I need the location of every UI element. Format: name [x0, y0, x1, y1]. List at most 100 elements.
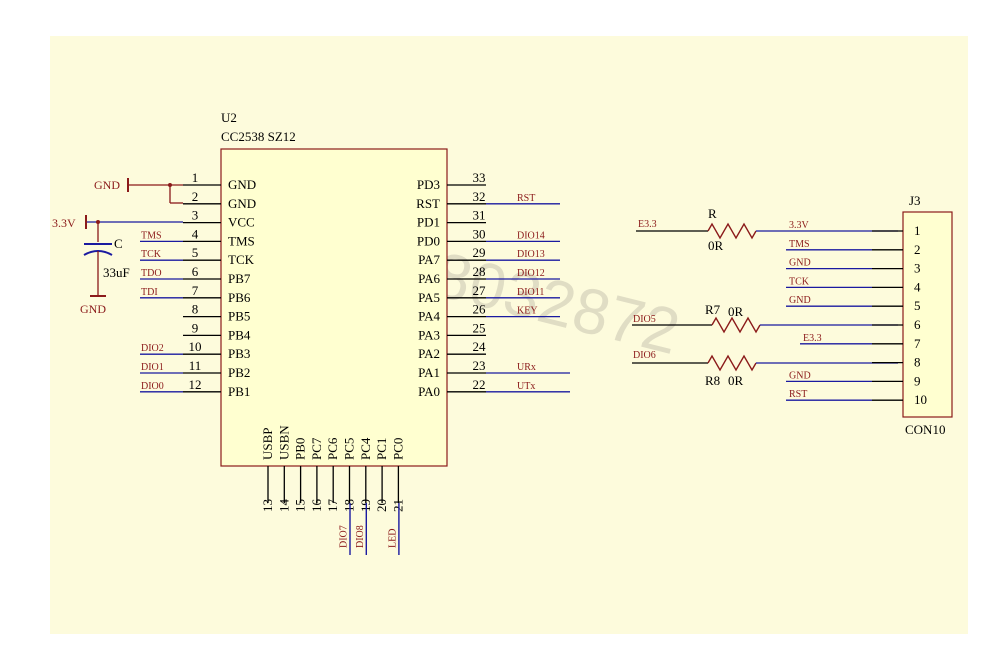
r8-name: R8: [705, 373, 720, 388]
u2-pin-10-number: 10: [189, 339, 202, 354]
u2-pin-33-name: PD3: [417, 177, 440, 192]
j3-pin-10-number: 10: [914, 392, 927, 407]
u2-pin-4-number: 4: [192, 226, 199, 241]
u2-pin-24-number: 24: [473, 339, 487, 354]
u2-pin-13-name: USBP: [260, 427, 275, 460]
u2-pin-30-number: 30: [473, 226, 486, 241]
u2-pin-5-name: TCK: [228, 252, 255, 267]
j3-pin-4-number: 4: [914, 279, 921, 294]
u2-pin-26-number: 26: [473, 302, 487, 317]
net-label-TDI: TDI: [141, 287, 158, 298]
r-name: R: [708, 206, 717, 221]
r7-name: R7: [705, 302, 721, 317]
j3-pin-1-number: 1: [914, 223, 921, 238]
u2-pin-12-number: 12: [189, 377, 202, 392]
r7-net-in: DIO5: [633, 314, 656, 325]
net-label-URx: URx: [517, 362, 536, 373]
resistor-r8: DIO6 R8 0R: [632, 350, 898, 388]
u2-pin-3-name: VCC: [228, 215, 255, 230]
u2-pin-10-name: PB3: [228, 346, 250, 361]
u2-pin-14-name: USBN: [276, 425, 291, 460]
u2-pin-17-number: 17: [325, 499, 340, 513]
u2-pin-6-number: 6: [192, 264, 199, 279]
j3-net-label-5: GND: [789, 295, 811, 306]
u2-pin-4-name: TMS: [228, 233, 255, 248]
u2-pin-25-number: 25: [473, 320, 486, 335]
u2-pin-3-number: 3: [192, 208, 199, 223]
u2-pin-12-name: PB1: [228, 384, 250, 399]
u2-pin-2-name: GND: [228, 196, 256, 211]
j3-pin-9-number: 9: [914, 373, 921, 388]
net-label-DIO8: DIO8: [355, 525, 366, 548]
u2-pin-11-number: 11: [189, 358, 202, 373]
u2-pin-13-number: 13: [260, 499, 275, 512]
u2-pin-23-name: PA1: [418, 365, 440, 380]
u2-pin-2-number: 2: [192, 189, 199, 204]
u2-pin-31-number: 31: [473, 208, 486, 223]
r8-net-in: DIO6: [633, 350, 656, 361]
u2-pin-28-name: PA6: [418, 271, 440, 286]
u2-pin-7-name: PB6: [228, 290, 251, 305]
j3-net-label-9: GND: [789, 370, 811, 381]
u2-pin-9-name: PB4: [228, 327, 251, 342]
j3-body: [902, 211, 953, 418]
net-label-TMS: TMS: [141, 230, 162, 241]
net-label-DIO7: DIO7: [339, 525, 350, 548]
u2-pin-11-name: PB2: [228, 365, 250, 380]
j3-net-label-1: 3.3V: [789, 220, 810, 231]
gnd-bottom-label: GND: [80, 302, 106, 316]
u2-pin-25-name: PA3: [418, 327, 440, 342]
u2-pin-22-name: PA0: [418, 384, 440, 399]
j3-net-label-10: RST: [789, 389, 807, 400]
u2-pin-6-name: PB7: [228, 271, 251, 286]
j3-pin-8-number: 8: [914, 355, 921, 370]
u2-pin-31-name: PD1: [417, 215, 440, 230]
u2-pin-22-number: 22: [473, 377, 486, 392]
capacitor-c: C 33uF GND: [80, 222, 130, 316]
net-label-RST: RST: [517, 193, 535, 204]
u2-pin-32-number: 32: [473, 189, 486, 204]
u2-pin-18-number: 18: [342, 499, 357, 512]
net-label-DIO14: DIO14: [517, 230, 545, 241]
net-label-UTx: UTx: [517, 381, 535, 392]
u2-pin-19-number: 19: [358, 499, 373, 512]
u2-pin-23-number: 23: [473, 358, 486, 373]
u2-pin-21-number: 21: [390, 499, 405, 512]
u2-pin-20-name: PC1: [374, 438, 389, 460]
u2-pin-15-name: PB0: [293, 438, 308, 460]
u2-designator: U2: [221, 110, 237, 125]
u2-pin-33-number: 33: [473, 170, 486, 185]
j3-net-label-7: E3.3: [803, 333, 822, 344]
u2-pin-5-number: 5: [192, 245, 199, 260]
gnd-top-label: GND: [94, 178, 120, 192]
j3-pin-2-number: 2: [914, 242, 921, 257]
u2-pin-8-number: 8: [192, 302, 199, 317]
net-label-DIO1: DIO1: [141, 362, 164, 373]
u2-pin-26-name: PA4: [418, 309, 440, 324]
net-label-DIO13: DIO13: [517, 249, 545, 260]
j3-pin-5-number: 5: [914, 298, 921, 313]
u2-pin-19-name: PC4: [358, 437, 373, 460]
r-value: 0R: [708, 238, 724, 253]
u2-pin-18-name: PC5: [342, 438, 357, 460]
u2-pin-24-name: PA2: [418, 346, 440, 361]
net-label-TDO: TDO: [141, 268, 162, 279]
u2-pin-15-number: 15: [293, 499, 308, 512]
net-label-TCK: TCK: [141, 249, 162, 260]
net-label-KEY: KEY: [517, 306, 538, 317]
j3-pin-6-number: 6: [914, 317, 921, 332]
j3-part: CON10: [905, 422, 945, 437]
u2-pin-9-number: 9: [192, 320, 199, 335]
u2-pin-30-name: PD0: [417, 233, 440, 248]
u2-pin-32-name: RST: [416, 196, 440, 211]
u2-pin-29-number: 29: [473, 245, 486, 260]
u2-pin-20-number: 20: [374, 499, 389, 512]
u2-pin-16-name: PC7: [309, 437, 324, 460]
u2-pin-27-number: 27: [473, 283, 487, 298]
u2-pin-1-name: GND: [228, 177, 256, 192]
u2-pin-16-number: 16: [309, 499, 324, 513]
r7-value: 0R: [728, 304, 744, 319]
